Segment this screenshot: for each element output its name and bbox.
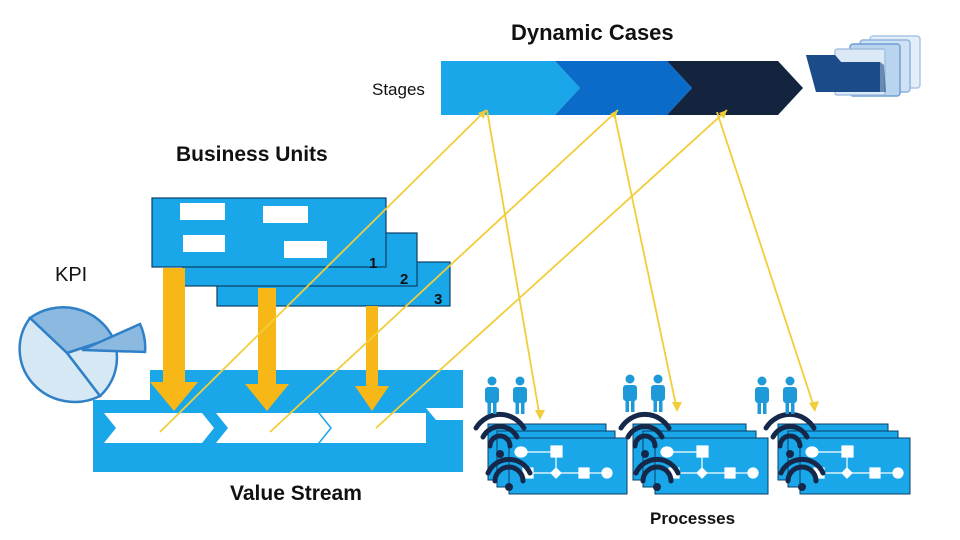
stage-chevron-2 [555,61,692,115]
down-arrow-1 [150,268,198,411]
business-unit-number-1: 1 [369,255,378,272]
connector-arrowheads [478,110,819,420]
wireless-signal-icons [473,411,826,491]
wireless-signal-icon [473,411,533,491]
processes-label: Processes [650,509,736,528]
value-stream-chevron-3 [320,413,426,443]
pie-chart-icon [18,306,147,404]
business-unit-number-2: 2 [400,271,409,288]
down-arrow-2 [245,288,289,411]
dynamic-cases-title: Dynamic Cases [511,20,674,45]
person-icon [513,376,527,414]
folder-stack-icon [806,35,921,97]
business-unit-arrows [150,268,389,411]
business-unit-cards [151,197,451,307]
connector-lines [159,109,816,433]
person-icons [485,374,797,414]
person-icon [755,376,769,414]
value-stream-chevron-1 [104,413,214,443]
stage-chevron-3 [667,61,803,115]
person-icon [623,374,637,412]
person-icon [485,376,499,414]
person-icon [651,374,665,412]
stage-chevrons [441,61,803,115]
business-units-title: Business Units [176,143,328,166]
process-flow-icon [514,445,904,479]
wireless-signal-icon [618,411,681,491]
stages-label: Stages [372,80,425,99]
person-icon [783,376,797,414]
business-unit-number-3: 3 [434,291,443,308]
stage-chevron-1 [441,61,580,115]
kpi-label: KPI [55,264,88,286]
down-arrow-3 [355,306,389,411]
wireless-signal-icon [763,411,826,491]
value-stream-title: Value Stream [230,482,362,505]
